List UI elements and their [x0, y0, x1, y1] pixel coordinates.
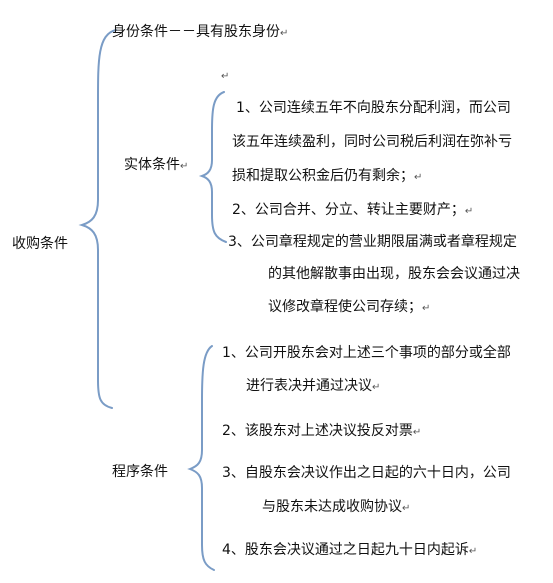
substantive-item-3-line-1: 3、公司章程规定的营业期限届满或者章程规定	[228, 234, 517, 250]
root-label: 收购条件	[12, 236, 68, 252]
substantive-item-1-line-2: 该五年连续盈利，同时公司税后利润在弥补亏	[232, 134, 512, 150]
substantive-item-2: 2、公司合并、分立、转让主要财产；↵	[232, 202, 474, 218]
procedural-item-1-line-1: 1、公司开股东会对上述三个事项的部分或全部	[222, 345, 511, 361]
procedural-label: 程序条件	[112, 464, 168, 480]
procedural-item-4: 4、股东会决议通过之日起九十日内起诉↵	[222, 542, 478, 558]
substantive-item-1-line-1: 1、公司连续五年不向股东分配利润，而公司	[236, 100, 511, 116]
paragraph-mark: ↵	[412, 427, 422, 438]
paragraph-mark: ↵	[402, 503, 411, 514]
procedural-bracket	[187, 345, 215, 571]
procedural-item-2: 2、该股东对上述决议投反对票↵	[222, 423, 422, 439]
paragraph-mark: ↵	[280, 28, 289, 39]
paragraph-mark: ↵	[180, 161, 189, 172]
substantive-item-3-line-3: 议修改章程使公司存续；↵	[268, 299, 431, 315]
substantive-item-1-line-3: 损和提取公积金后仍有剩余；↵	[232, 168, 423, 184]
paragraph-mark: ↵	[464, 206, 474, 217]
paragraph-mark: ↵	[414, 172, 423, 183]
paragraph-mark: ↵	[221, 71, 230, 82]
substantive-label: 实体条件↵	[124, 157, 189, 173]
paragraph-mark: ↵	[468, 546, 478, 557]
substantive-bracket	[198, 91, 227, 243]
paragraph-mark: ↵	[422, 303, 431, 314]
paragraph-mark: ↵	[372, 382, 381, 393]
procedural-item-3-line-1: 3、自股东会决议作出之日起的六十日内，公司	[222, 465, 511, 481]
main-bracket	[78, 29, 117, 409]
identity-condition: 身份条件－－具有股东身份↵	[112, 24, 289, 40]
procedural-item-3-line-2: 与股东未达成收购协议↵	[262, 499, 411, 515]
substantive-item-3-line-2: 的其他解散事由出现，股东会会议通过决	[268, 266, 520, 282]
procedural-item-1-line-2: 进行表决并通过决议↵	[246, 378, 381, 394]
